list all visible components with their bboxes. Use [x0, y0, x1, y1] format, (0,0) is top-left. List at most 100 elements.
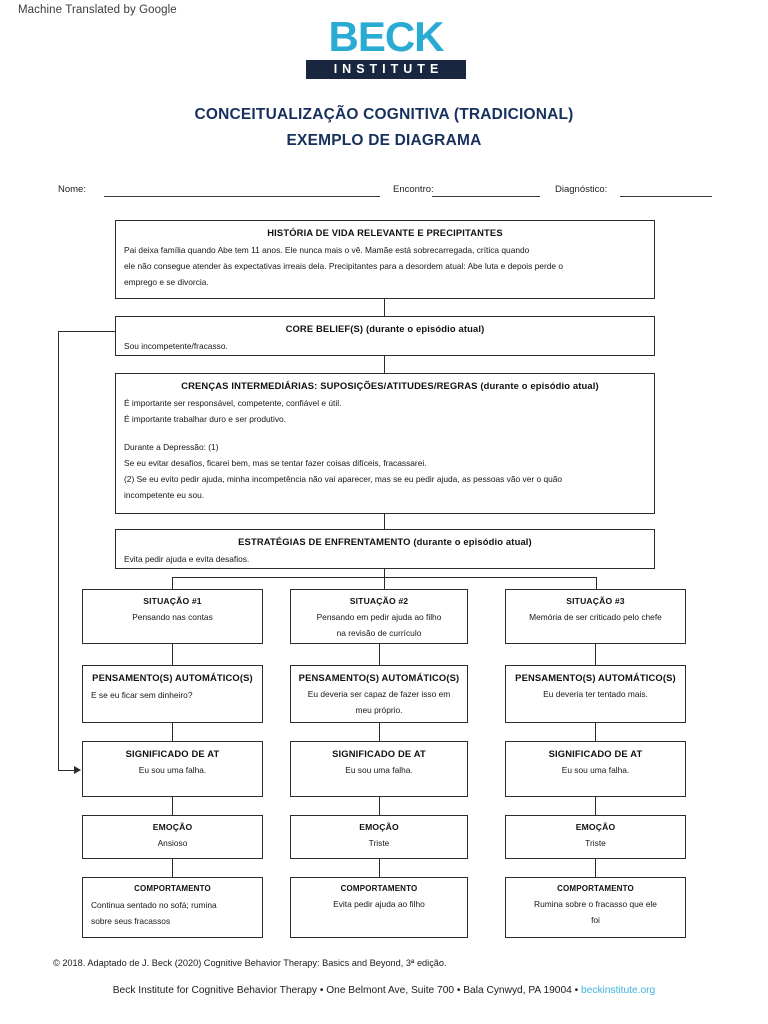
box-body: Eu deveria ser capaz de fazer isso em me… — [291, 683, 467, 718]
connector-coping-to-situation-3 — [596, 577, 597, 589]
box-heading: HISTÓRIA DE VIDA RELEVANTE E PRECIPITANT… — [267, 227, 503, 238]
box-body: Eu sou uma falha. — [506, 759, 685, 778]
box-body: Eu deveria ter tentado mais. — [506, 683, 685, 702]
body-line: Memória de ser criticado pelo chefe — [529, 612, 662, 622]
field-input-nome[interactable] — [104, 196, 380, 197]
body-line: Pai deixa família quando Abe tem 11 anos… — [124, 245, 530, 255]
feedback-loop-top-segment — [58, 331, 116, 332]
field-label-nome: Nome: — [58, 184, 86, 195]
page-title: CONCEITUALIZAÇÃO COGNITIVA (TRADICIONAL)… — [0, 106, 768, 150]
connector-emotion-2-to-behavior-2 — [379, 859, 380, 877]
box-body: É importante ser responsável, competente… — [116, 391, 654, 503]
box-heading: PENSAMENTO(S) AUTOMÁTICO(S) — [298, 672, 460, 683]
body-line: É importante ser responsável, competente… — [124, 398, 342, 408]
box-coping-strategies: ESTRATÉGIAS DE ENFRENTAMENTO (durante o … — [115, 529, 655, 569]
box-body: Eu sou uma falha. — [291, 759, 467, 778]
body-line: sobre seus fracassos — [91, 916, 171, 926]
body-line: ele não consegue atender às expectativas… — [124, 261, 564, 271]
connector-coping-to-situation-1 — [172, 577, 173, 589]
box-emotion-1: EMOÇÃO Ansioso — [82, 815, 263, 859]
feedback-loop-vertical-segment — [58, 331, 59, 771]
box-behavior-1: COMPORTAMENTO Continua sentado no sofá; … — [82, 877, 263, 938]
body-line: Durante a Depressão: (1) — [124, 442, 219, 452]
logo-brand-text: BECK — [328, 13, 444, 60]
box-body: Pensando nas contas — [83, 606, 262, 625]
box-heading: SIGNIFICADO DE AT — [125, 748, 220, 759]
box-heading: SITUAÇÃO #3 — [566, 596, 625, 606]
connector-intermediate-to-coping — [384, 514, 385, 529]
box-automatic-thought-1: PENSAMENTO(S) AUTOMÁTICO(S) E se eu fica… — [82, 665, 263, 723]
box-heading: EMOÇÃO — [575, 822, 616, 832]
body-line: Rumina sobre o fracasso que ele — [534, 899, 657, 909]
body-line: Eu sou uma falha. — [138, 765, 207, 775]
box-automatic-thought-2: PENSAMENTO(S) AUTOMÁTICO(S) Eu deveria s… — [290, 665, 468, 723]
body-line: (2) Se eu evito pedir ajuda, minha incom… — [124, 474, 563, 484]
box-heading: SIGNIFICADO DE AT — [548, 748, 643, 759]
feedback-loop-bottom-segment — [58, 770, 75, 771]
body-line: Pensando em pedir ajuda ao filho — [316, 612, 442, 622]
footer-website-link[interactable]: beckinstitute.org — [581, 985, 656, 996]
body-line: Eu deveria ser capaz de fazer isso em — [307, 689, 451, 699]
body-line: Eu sou uma falha. — [345, 765, 413, 775]
body-line: incompetente eu sou. — [124, 490, 205, 500]
body-line: Sou incompetente/fracasso. — [124, 341, 228, 351]
connector-thought-1-to-meaning-1 — [172, 723, 173, 741]
footer-org-text: Beck Institute for Cognitive Behavior Th… — [112, 985, 582, 996]
page-title-line1: CONCEITUALIZAÇÃO COGNITIVA (TRADICIONAL) — [194, 106, 574, 123]
box-body: Evita pedir ajuda e evita desafios. — [116, 547, 654, 567]
body-line: É importante trabalhar duro e ser produt… — [124, 414, 287, 424]
body-line: meu próprio. — [355, 705, 403, 715]
body-line: foi — [591, 915, 600, 925]
box-heading: CRENÇAS INTERMEDIÁRIAS: SUPOSIÇÕES/ATITU… — [181, 380, 599, 391]
box-heading: EMOÇÃO — [152, 822, 193, 832]
box-automatic-thought-3: PENSAMENTO(S) AUTOMÁTICO(S) Eu deveria t… — [505, 665, 686, 723]
box-heading: PENSAMENTO(S) AUTOMÁTICO(S) — [515, 672, 676, 683]
box-body: Pensando em pedir ajuda ao filho na revi… — [291, 606, 467, 641]
box-body: Sou incompetente/fracasso. — [116, 334, 654, 354]
field-label-encontro: Encontro: — [393, 184, 434, 195]
box-body: Memória de ser criticado pelo chefe — [506, 606, 685, 625]
footer-org-line: Beck Institute for Cognitive Behavior Th… — [0, 985, 768, 996]
field-input-encontro[interactable] — [432, 196, 540, 197]
box-heading: SITUAÇÃO #1 — [143, 596, 202, 606]
box-situation-2: SITUAÇÃO #2 Pensando em pedir ajuda ao f… — [290, 589, 468, 644]
box-behavior-3: COMPORTAMENTO Rumina sobre o fracasso qu… — [505, 877, 686, 938]
connector-meaning-1-to-emotion-1 — [172, 797, 173, 815]
box-body: E se eu ficar sem dinheiro? — [83, 683, 262, 703]
box-core-beliefs: CORE BELIEF(S) (durante o episódio atual… — [115, 316, 655, 356]
box-heading: EMOÇÃO — [359, 822, 399, 832]
box-situation-3: SITUAÇÃO #3 Memória de ser criticado pel… — [505, 589, 686, 644]
connector-situation-1-to-thought-1 — [172, 644, 173, 665]
box-meaning-1: SIGNIFICADO DE AT Eu sou uma falha. — [82, 741, 263, 797]
box-heading: SIGNIFICADO DE AT — [332, 748, 426, 759]
body-line: na revisão de currículo — [336, 628, 422, 638]
box-heading: COMPORTAMENTO — [134, 884, 211, 893]
machine-translation-banner: Machine Translated by Google — [18, 4, 177, 16]
box-body: Ansioso — [83, 832, 262, 851]
field-input-diagnostico[interactable] — [620, 196, 712, 197]
connector-thought-2-to-meaning-2 — [379, 723, 380, 741]
connector-situation-2-to-thought-2 — [379, 644, 380, 665]
body-line: Triste — [368, 838, 390, 848]
form-fields-row: Nome: Encontro: Diagnóstico: — [0, 182, 768, 200]
box-relevant-history: HISTÓRIA DE VIDA RELEVANTE E PRECIPITANT… — [115, 220, 655, 299]
box-emotion-2: EMOÇÃO Triste — [290, 815, 468, 859]
body-line: Se eu evitar desafios, ficarei bem, mas … — [124, 458, 427, 468]
box-body: Triste — [291, 832, 467, 851]
body-line-blank — [124, 427, 646, 439]
connector-thought-3-to-meaning-3 — [595, 723, 596, 741]
body-line: Eu deveria ter tentado mais. — [543, 689, 648, 699]
box-heading: SITUAÇÃO #2 — [349, 596, 409, 606]
box-body: Continua sentado no sofá; rumina sobre s… — [83, 893, 262, 929]
box-heading: ESTRATÉGIAS DE ENFRENTAMENTO (durante o … — [238, 536, 532, 547]
box-heading: COMPORTAMENTO — [340, 884, 418, 893]
copyright-line: © 2018. Adaptado de J. Beck (2020) Cogni… — [53, 958, 447, 968]
body-line: Pensando nas contas — [132, 612, 213, 622]
body-line: E se eu ficar sem dinheiro? — [91, 690, 193, 700]
connector-situation-3-to-thought-3 — [595, 644, 596, 665]
body-line: Ansioso — [157, 838, 188, 848]
body-line: emprego e se divorcia. — [124, 277, 209, 287]
connector-coping-to-situation-2 — [384, 577, 385, 589]
connector-meaning-2-to-emotion-2 — [379, 797, 380, 815]
